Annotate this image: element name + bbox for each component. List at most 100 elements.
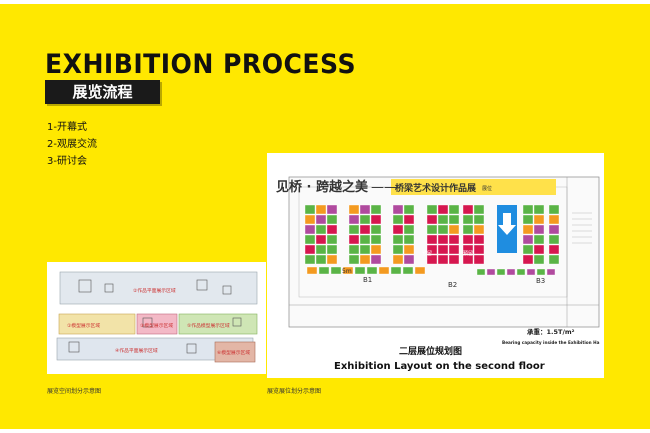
banner-subtitle: 桥梁艺术设计作品展 bbox=[395, 182, 476, 194]
booth bbox=[359, 234, 371, 245]
booth bbox=[326, 204, 338, 215]
booth bbox=[306, 266, 318, 275]
booth bbox=[448, 254, 460, 265]
booth bbox=[370, 214, 382, 225]
booth bbox=[392, 254, 404, 265]
bottom-strip bbox=[0, 429, 650, 433]
booth bbox=[348, 234, 360, 245]
booth bbox=[359, 214, 371, 225]
process-list: 1-开幕式 2-观展交流 3-研讨会 bbox=[47, 119, 97, 170]
booth bbox=[315, 204, 327, 215]
booth bbox=[462, 204, 474, 215]
booth bbox=[370, 244, 382, 255]
zone-label-2: ②作品平面展示区域 bbox=[133, 287, 176, 294]
booth bbox=[378, 266, 390, 275]
page-title: EXHIBITION PROCESS bbox=[45, 49, 357, 80]
booth bbox=[359, 224, 371, 235]
reserved-label-1: 预留 bbox=[422, 250, 432, 257]
booth bbox=[330, 266, 342, 275]
booth bbox=[426, 204, 438, 215]
booth bbox=[522, 254, 534, 265]
booth bbox=[315, 214, 327, 225]
process-item-opening: 1-开幕式 bbox=[47, 122, 87, 133]
booth bbox=[392, 244, 404, 255]
load-capacity: 承重：1.5T/m² bbox=[527, 327, 575, 336]
booth bbox=[318, 266, 330, 275]
booth bbox=[448, 244, 460, 255]
booth bbox=[348, 214, 360, 225]
booth bbox=[370, 204, 382, 215]
booth bbox=[473, 214, 485, 225]
banner-title: 见桥 · 跨越之美 bbox=[276, 179, 369, 195]
booth bbox=[448, 224, 460, 235]
booth bbox=[315, 244, 327, 255]
zone-label-1: ①模型展示区域 bbox=[67, 322, 100, 329]
reserved-label-2: 预留 bbox=[463, 250, 473, 257]
booth bbox=[426, 224, 438, 235]
booth bbox=[462, 234, 474, 245]
booth bbox=[326, 244, 338, 255]
booth bbox=[448, 214, 460, 225]
zone-label-3: ③模型展示区域 bbox=[140, 322, 173, 329]
floor-title-en: Exhibition Layout on the second floor bbox=[334, 361, 545, 372]
booth bbox=[403, 204, 415, 215]
booth bbox=[473, 234, 485, 245]
booth-layout-plan: 5m B1 B2 B3 预留 预留 见桥 · 跨越之美 —— 桥梁艺术设计作品展… bbox=[267, 153, 604, 378]
zone-label-4: ④作品平面展示区域 bbox=[115, 347, 158, 354]
booth bbox=[326, 214, 338, 225]
zone-b1: B1 bbox=[363, 276, 372, 284]
space-division-plan: ②作品平面展示区域 ①模型展示区域 ③模型展示区域 ⑤作品模型展示区域 ④作品平… bbox=[47, 262, 266, 374]
booth bbox=[516, 268, 526, 276]
page-subtitle: 展览流程 bbox=[45, 80, 160, 104]
booth bbox=[506, 268, 516, 276]
booth bbox=[348, 254, 360, 265]
banner-small: 展位 bbox=[482, 185, 492, 192]
booth bbox=[473, 224, 485, 235]
booth bbox=[326, 234, 338, 245]
zone-b2: B2 bbox=[448, 281, 457, 289]
booth bbox=[548, 224, 560, 235]
booth bbox=[473, 204, 485, 215]
zone-b3: B3 bbox=[536, 277, 545, 285]
booth bbox=[548, 214, 560, 225]
booth bbox=[476, 268, 486, 276]
floor-title-cn: 二层展位规划图 bbox=[399, 345, 462, 357]
booth bbox=[370, 234, 382, 245]
booth bbox=[315, 234, 327, 245]
top-strip bbox=[0, 0, 650, 4]
booth bbox=[522, 244, 534, 255]
process-item-exchange: 2-观展交流 bbox=[47, 139, 97, 150]
booth bbox=[426, 254, 438, 265]
booth bbox=[348, 204, 360, 215]
booth bbox=[304, 234, 316, 245]
booth bbox=[403, 244, 415, 255]
booth bbox=[522, 224, 534, 235]
booth bbox=[522, 214, 534, 225]
booth bbox=[403, 254, 415, 265]
booth bbox=[403, 214, 415, 225]
booth bbox=[486, 268, 496, 276]
process-item-seminar: 3-研讨会 bbox=[47, 156, 87, 167]
booth bbox=[392, 224, 404, 235]
booth bbox=[546, 268, 556, 276]
booth bbox=[304, 204, 316, 215]
booth bbox=[526, 268, 536, 276]
booth bbox=[392, 234, 404, 245]
banner-highlight bbox=[391, 179, 556, 195]
booth bbox=[359, 244, 371, 255]
booth bbox=[437, 234, 449, 245]
booth bbox=[392, 204, 404, 215]
booth bbox=[548, 234, 560, 245]
booth bbox=[462, 224, 474, 235]
booth bbox=[304, 214, 316, 225]
booth bbox=[448, 204, 460, 215]
booth bbox=[359, 204, 371, 215]
booth bbox=[536, 268, 546, 276]
booth bbox=[462, 244, 474, 255]
booth bbox=[402, 266, 414, 275]
booth bbox=[437, 214, 449, 225]
booth bbox=[426, 214, 438, 225]
booth bbox=[548, 204, 560, 215]
booth bbox=[448, 234, 460, 245]
